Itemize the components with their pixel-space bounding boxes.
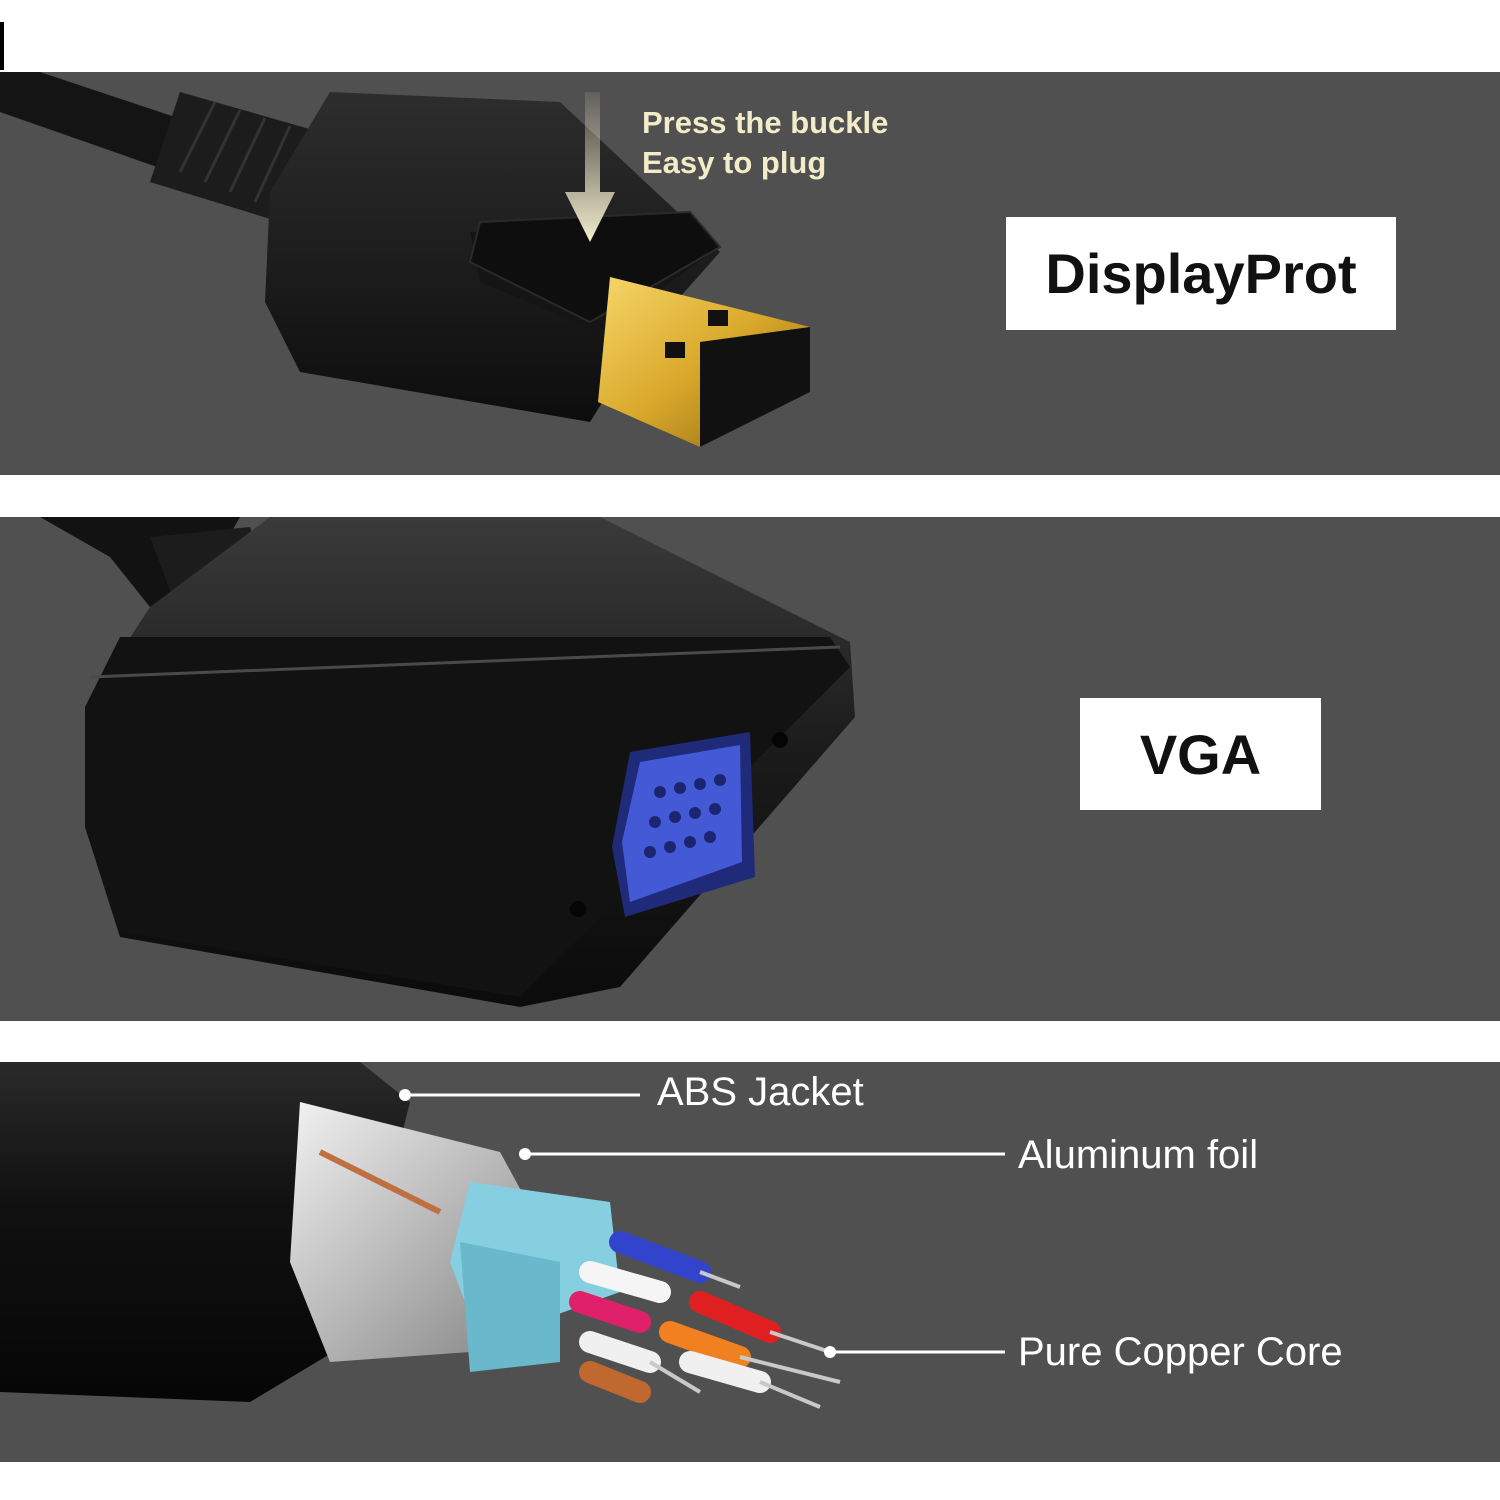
displayport-plug bbox=[0, 72, 810, 447]
vga-label: VGA bbox=[1080, 698, 1321, 810]
callout-aluminum-foil: Aluminum foil bbox=[1018, 1133, 1259, 1177]
press-arrow-icon bbox=[565, 92, 615, 242]
hint-press-buckle: Press the buckle bbox=[642, 105, 889, 140]
cable-cross-section bbox=[0, 1062, 1005, 1409]
displayport-panel: Press the buckle Easy to plug DisplayPro… bbox=[0, 72, 1500, 475]
displayport-label: DisplayProt bbox=[1006, 217, 1396, 330]
vga-adapter bbox=[40, 517, 855, 1007]
corner-mark bbox=[0, 22, 4, 70]
hint-easy-plug: Easy to plug bbox=[642, 145, 827, 180]
cable-panel: ABS Jacket Aluminum foil Pure Copper Cor… bbox=[0, 1062, 1500, 1462]
callout-pure-copper-core: Pure Copper Core bbox=[1018, 1330, 1343, 1374]
callout-abs-jacket: ABS Jacket bbox=[657, 1070, 864, 1114]
vga-panel: VGA bbox=[0, 517, 1500, 1021]
